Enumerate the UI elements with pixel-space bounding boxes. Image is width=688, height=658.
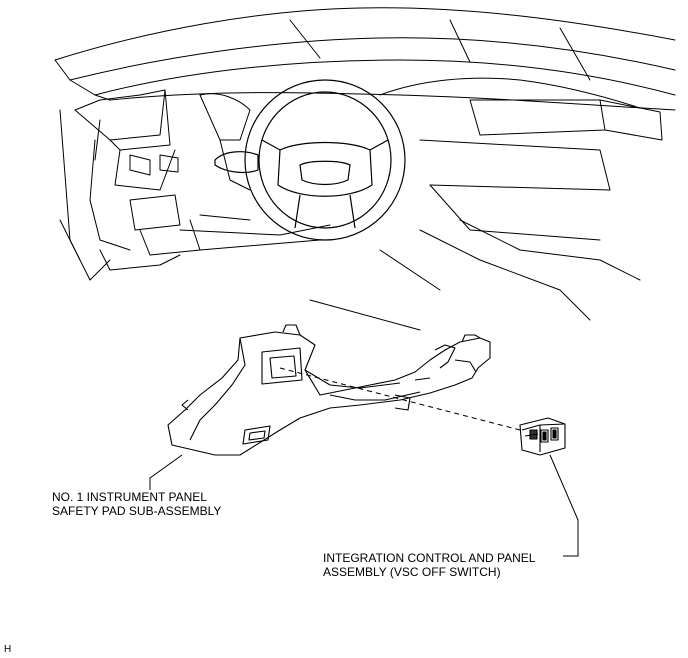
safety-pad-label: NO. 1 INSTRUMENT PANEL SAFETY PAD SUB-AS… — [52, 490, 221, 518]
callout-leaders — [149, 454, 579, 557]
vsc-switch-leader — [549, 454, 579, 557]
vsc-switch-label-line2: ASSEMBLY (VSC OFF SWITCH) — [323, 565, 501, 579]
safety-pad-part — [167, 324, 491, 456]
steering-wheel — [214, 79, 406, 241]
vsc-switch-part — [519, 417, 566, 456]
figure-code: H — [4, 644, 12, 655]
safety-pad-leader — [149, 454, 183, 490]
assembly-direction-line — [279, 367, 521, 431]
vsc-switch-label-line1: INTEGRATION CONTROL AND PANEL — [323, 551, 536, 565]
safety-pad-label-line2: SAFETY PAD SUB-ASSEMBLY — [52, 504, 222, 518]
safety-pad-label-line1: NO. 1 INSTRUMENT PANEL — [52, 490, 207, 504]
dashboard-overview — [54, 7, 676, 331]
vsc-switch-label: INTEGRATION CONTROL AND PANEL ASSEMBLY (… — [323, 551, 535, 579]
